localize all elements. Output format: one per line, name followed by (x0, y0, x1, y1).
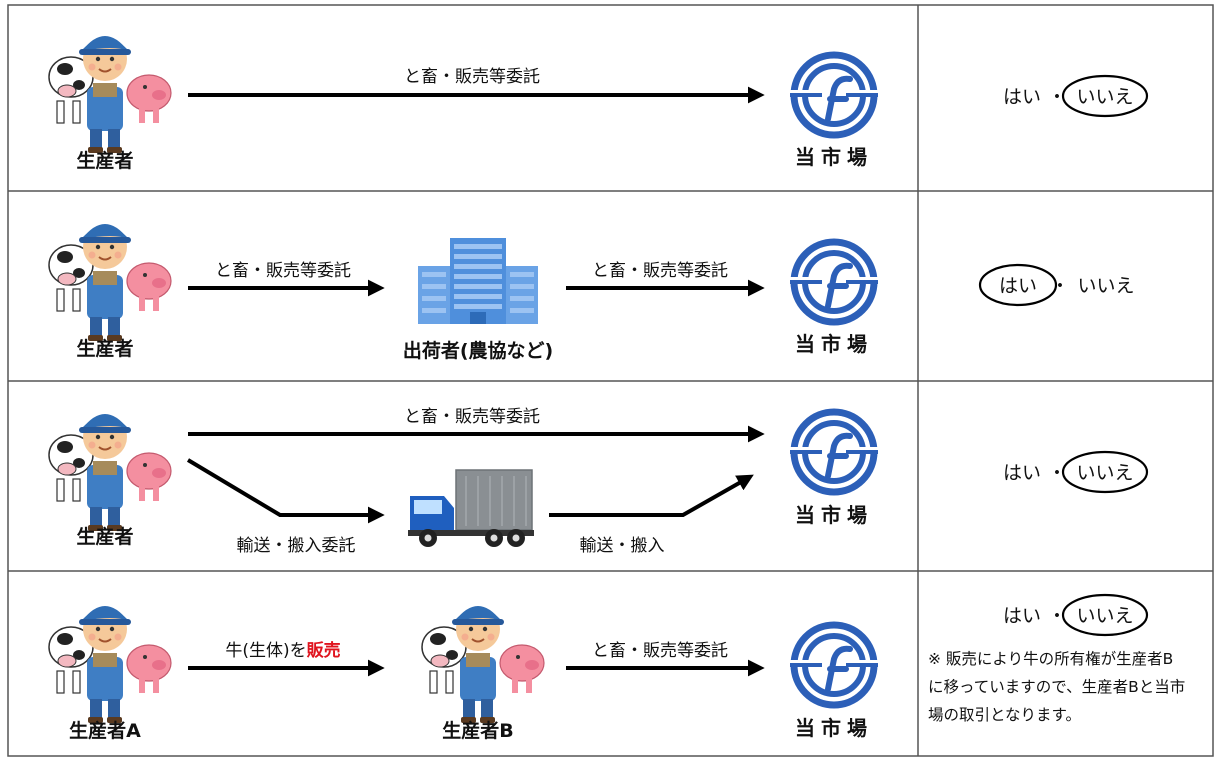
answer-yes: はい (1003, 462, 1041, 484)
row-3: 生産者 と畜・販売等委託 輸送・搬入委託 輸送・搬入 当市場 はい ・ いいえ (48, 407, 1149, 556)
answer-circle (1061, 74, 1149, 118)
row-2: 生産者 と畜・販売等委託 出荷者(農協など) と畜・販売等委託 当市場 はい ・… (48, 223, 1135, 362)
answer-yes: はい (1003, 605, 1041, 627)
market-logo (788, 412, 880, 492)
answer-no: いいえ (1076, 462, 1133, 484)
answer-choice: はい ・ いいえ (1003, 450, 1149, 494)
table-grid (7, 4, 1214, 757)
sale-arrow-label: 牛(生体)を販売 (225, 640, 340, 661)
sale-label-prefix: 牛(生体)を (225, 641, 306, 661)
ownership-note: ※ 販売により牛の所有権が生産者B に移っていますので、生産者Bと当市 場の取引… (928, 650, 1185, 724)
answer-choice: はい ・ いいえ (978, 263, 1135, 307)
market-label: 当市場 (795, 716, 873, 740)
producer-illustration (48, 223, 172, 342)
market-logo (788, 625, 880, 705)
producer-illustration (48, 413, 172, 532)
answer-choice: はい ・ いいえ (1003, 593, 1149, 637)
producer-a-illustration (48, 605, 172, 724)
note-line-1: ※ 販売により牛の所有権が生産者B (928, 650, 1173, 668)
answer-no: いいえ (1076, 86, 1133, 108)
market-logo (788, 55, 880, 135)
shipper-label: 出荷者(農協など) (403, 339, 553, 362)
row-1: 生産者 と畜・販売等委託 当市場 はい ・ いいえ (48, 35, 1149, 172)
producer-label: 生産者 (76, 149, 133, 172)
answer-circle (978, 263, 1058, 307)
arrow-top-label: と畜・販売等委託 (404, 407, 540, 427)
answer-separator: ・ (1050, 275, 1069, 297)
producer-a-label: 生産者A (69, 719, 141, 742)
arrow-1-label: と畜・販売等委託 (215, 261, 351, 281)
shipper-building-illustration (418, 238, 538, 324)
answer-circle (1061, 593, 1149, 637)
answer-yes: はい (999, 275, 1037, 297)
arrow-label: と畜・販売等委託 (404, 67, 540, 87)
answer-yes: はい (1003, 86, 1041, 108)
market-logo (788, 242, 880, 322)
row-4: 生産者A 牛(生体)を販売 生産者B と畜・販売等委託 当市場 はい ・ いいえ… (48, 593, 1185, 742)
answer-choice: はい ・ いいえ (1003, 74, 1149, 118)
transport-arrow (549, 474, 754, 517)
arrow-2-label: と畜・販売等委託 (592, 641, 728, 661)
arrow-transport-label: 輸送・搬入委託 (237, 536, 356, 556)
arrow-2-label: と畜・販売等委託 (592, 261, 728, 281)
truck-illustration (407, 469, 535, 548)
producer-label: 生産者 (76, 337, 133, 360)
arrow-carry-label: 輸送・搬入 (580, 536, 665, 556)
market-label: 当市場 (795, 145, 873, 169)
answer-no: いいえ (1077, 275, 1134, 297)
answer-separator: ・ (1047, 605, 1066, 627)
transport-request-arrow (186, 458, 385, 524)
sale-label-emphasis: 販売 (307, 640, 341, 661)
market-label: 当市場 (795, 503, 873, 527)
answer-separator: ・ (1047, 86, 1066, 108)
answer-no: いいえ (1076, 605, 1133, 627)
note-line-3: 場の取引となります。 (928, 706, 1081, 724)
producer-illustration (48, 35, 172, 154)
answer-separator: ・ (1047, 462, 1066, 484)
producer-label: 生産者 (76, 525, 133, 548)
producer-b-illustration (421, 605, 545, 724)
note-line-2: に移っていますので、生産者Bと当市 (928, 678, 1185, 696)
market-label: 当市場 (795, 332, 873, 356)
producer-b-label: 生産者B (442, 719, 513, 742)
answer-circle (1061, 450, 1149, 494)
